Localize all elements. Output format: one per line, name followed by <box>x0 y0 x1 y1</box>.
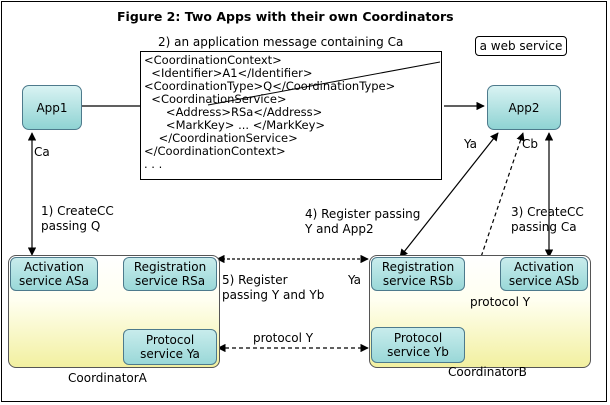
activation-service-asa[interactable]: Activation service ASa <box>10 257 98 291</box>
step1-label-line2: passing Q <box>41 219 101 233</box>
activation-service-asb[interactable]: Activation service ASb <box>500 257 588 291</box>
registration-service-rsa[interactable]: Registration service RSa <box>123 257 217 291</box>
application-message-box: <CoordinationContext> <Identifier>A1</Id… <box>140 51 442 180</box>
step4-label-line2: Y and App2 <box>305 222 374 236</box>
label-cb: Cb <box>522 137 538 151</box>
xml-line: . . . <box>144 157 163 171</box>
coordinator-a-name: CoordinatorA <box>68 371 147 385</box>
label-protocol-y-mid: protocol Y <box>253 331 314 345</box>
figure-title: Figure 2: Two Apps with their own Coordi… <box>117 9 454 24</box>
app1-box[interactable]: App1 <box>22 85 82 130</box>
step5-label-line2: passing Y and Yb <box>222 288 325 302</box>
step3-label-line2: passing Ca <box>511 220 577 234</box>
app2-box[interactable]: App2 <box>487 85 561 130</box>
step3-label-line1: 3) CreateCC <box>511 205 584 219</box>
step5-label-line1: 5) Register <box>222 273 288 287</box>
xml-line: <Address>RSa</Address> <box>144 105 323 119</box>
coordinator-b-name: CoordinatorB <box>448 365 527 379</box>
label-ya-mid: Ya <box>348 273 362 287</box>
protocol-service-yb[interactable]: Protocol service Yb <box>371 327 465 363</box>
label-protocol-y-b: protocol Y <box>470 295 531 309</box>
protocol-service-ya[interactable]: Protocol service Ya <box>123 329 217 365</box>
xml-line: </CoordinationContext> <box>144 144 286 158</box>
xml-line: </CoordinationService> <box>144 131 298 145</box>
step1-label-line1: 1) CreateCC <box>41 204 114 218</box>
xml-line: <MarkKey> ... </MarkKey> <box>144 118 326 132</box>
step4-label-line1: 4) Register passing <box>305 207 421 221</box>
label-ca: Ca <box>34 145 50 159</box>
message-caption: 2) an application message containing Ca <box>158 35 404 49</box>
registration-service-rsb[interactable]: Registration service RSb <box>371 257 465 291</box>
label-ya-top: Ya <box>464 137 478 151</box>
web-service-legend: a web service <box>475 36 567 56</box>
